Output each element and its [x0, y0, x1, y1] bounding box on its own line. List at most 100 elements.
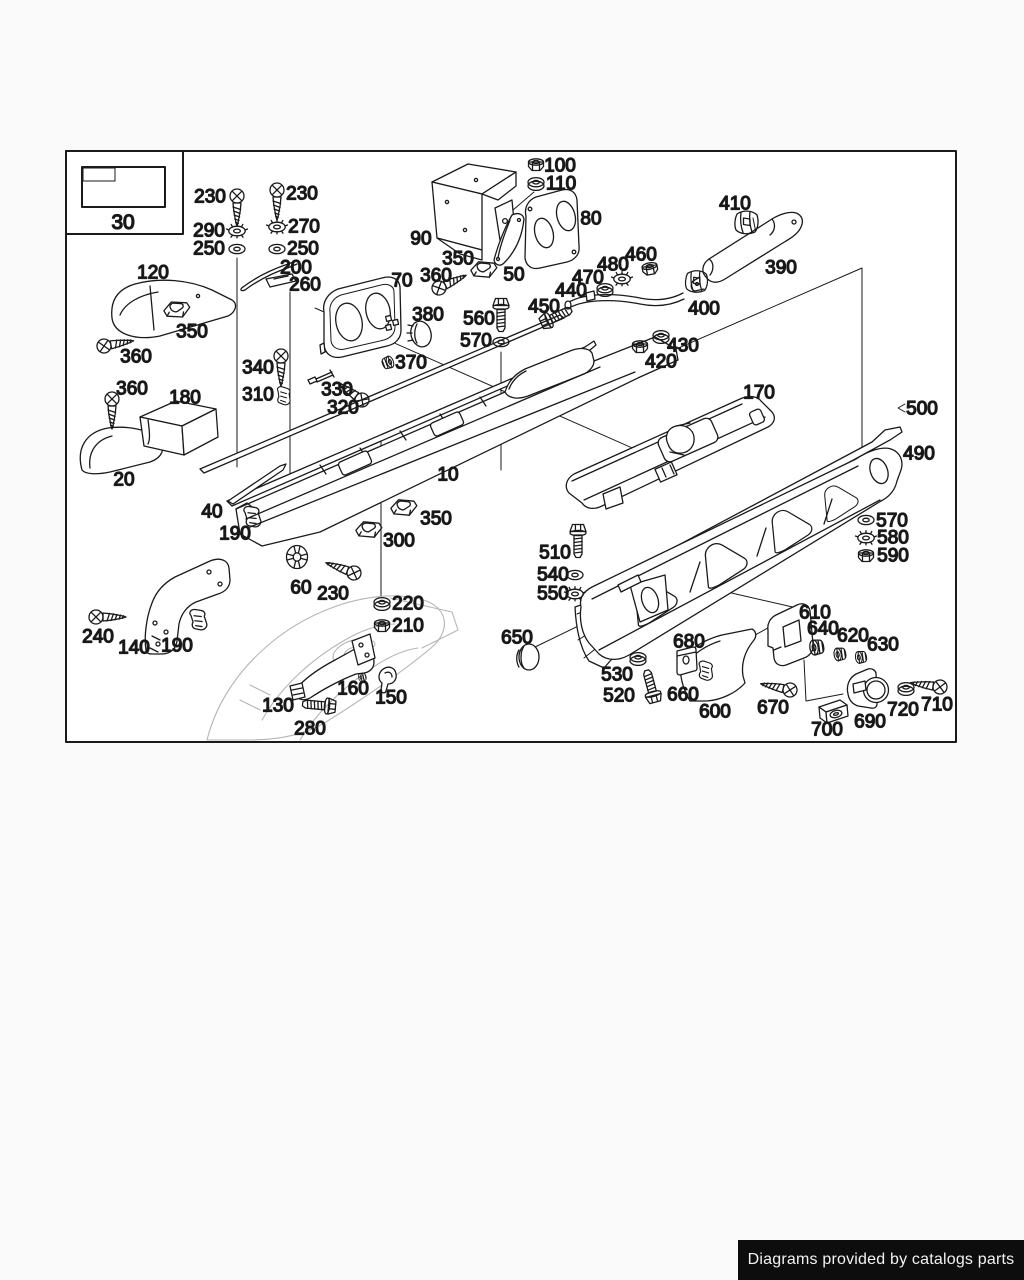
- callout-400: 400: [688, 299, 720, 320]
- part-140-bracket: [144, 558, 231, 655]
- part-490-panel: [579, 447, 903, 661]
- callout-70: 70: [391, 271, 412, 292]
- part-260-plate: [265, 273, 297, 288]
- callout-140: 140: [118, 638, 150, 659]
- callout-80: 80: [580, 209, 601, 230]
- callout-250: 250: [287, 239, 319, 260]
- part-330-rod: [307, 369, 335, 385]
- callout-520: 520: [603, 686, 635, 707]
- part-50-strip: [493, 212, 525, 266]
- callout-150: 150: [375, 688, 407, 709]
- part-80-plate: [524, 188, 580, 270]
- callout-190: 190: [219, 524, 251, 545]
- callout-610: 610: [799, 603, 831, 624]
- part-390-handle: [690, 211, 803, 292]
- part-120-cover: [111, 279, 237, 339]
- legend-box: [65, 150, 184, 235]
- callout-20: 20: [113, 470, 134, 491]
- callout-260: 260: [289, 275, 321, 296]
- footer-bar: Diagrams provided by catalogs parts: [738, 1240, 1024, 1280]
- part-130-bracket: [289, 633, 376, 701]
- callout-10: 10: [437, 465, 458, 486]
- callout-470: 470: [572, 268, 604, 289]
- callout-550: 550: [537, 584, 569, 605]
- callout-570: 570: [876, 511, 908, 532]
- callout-690: 690: [854, 712, 886, 733]
- part-70-cluster: [319, 276, 402, 359]
- part-150-hook: [378, 666, 397, 694]
- part-610-bracket: [767, 603, 814, 667]
- callout-360: 360: [116, 379, 148, 400]
- callout-90: 90: [410, 229, 431, 250]
- callout-580: 580: [877, 528, 909, 549]
- callout-110: 110: [546, 174, 576, 195]
- part-650-cap: [516, 643, 540, 671]
- callout-420: 420: [645, 352, 677, 373]
- part-690-socket: [846, 668, 890, 709]
- callout-680: 680: [673, 632, 705, 653]
- callout-430: 430: [667, 336, 699, 357]
- callout-320: 320: [327, 398, 359, 419]
- callout-370: 370: [395, 353, 427, 374]
- part-180-cover: [139, 400, 219, 456]
- callout-390: 390: [765, 258, 797, 279]
- callout-130: 130: [262, 696, 294, 717]
- callout-290: 290: [193, 221, 225, 242]
- callout-450: 450: [528, 297, 560, 318]
- callout-530: 530: [601, 665, 633, 686]
- callout-720: 720: [887, 700, 919, 721]
- callout-360: 360: [420, 266, 452, 287]
- callout-190: 190: [161, 636, 193, 657]
- part-40-sliver: [227, 463, 287, 505]
- part-170-panel: [565, 395, 775, 510]
- callout-60: 60: [290, 578, 311, 599]
- trim-strips: [199, 314, 597, 507]
- callout-230: 230: [317, 584, 349, 605]
- callout-220: 220: [392, 594, 424, 615]
- callout-570: 570: [460, 331, 492, 352]
- callout-510: 510: [539, 543, 571, 564]
- callout-700: 700: [811, 720, 843, 741]
- callout-490: 490: [903, 444, 935, 465]
- part-200-rod: [240, 260, 298, 292]
- callout-340: 340: [242, 358, 274, 379]
- callout-650: 650: [501, 628, 533, 649]
- callout-210: 210: [392, 616, 424, 637]
- callout-350: 350: [442, 249, 474, 270]
- callout-250: 250: [193, 239, 225, 260]
- callout-330: 330: [321, 380, 353, 401]
- callout-590: 590: [877, 546, 909, 567]
- callout-480: 480: [597, 255, 629, 276]
- part-700-connector: [818, 699, 849, 724]
- callout-300: 300: [383, 531, 415, 552]
- callout-500: 500: [906, 399, 938, 420]
- callout-630: 630: [867, 635, 899, 656]
- callout-350: 350: [420, 509, 452, 530]
- callout-710: 710: [921, 695, 953, 716]
- part-680-clip: [676, 646, 698, 676]
- callout-50: 50: [503, 265, 524, 286]
- callout-540: 540: [537, 565, 569, 586]
- callout-310: 310: [242, 385, 274, 406]
- callout-230: 230: [286, 184, 318, 205]
- callout-270: 270: [288, 217, 320, 238]
- callout-200: 200: [280, 258, 312, 279]
- callout-180: 180: [169, 388, 201, 409]
- part-90-cover: [431, 163, 517, 261]
- part-380-cap: [406, 320, 432, 348]
- callout-600: 600: [699, 702, 731, 723]
- callout-460: 460: [625, 245, 657, 266]
- callout-230: 230: [194, 187, 226, 208]
- callout-170: 170: [743, 383, 775, 404]
- callout-670: 670: [757, 698, 789, 719]
- callout-620: 620: [837, 626, 869, 647]
- part-10-dash-panel: [235, 336, 679, 547]
- callout-100: 100: [544, 156, 576, 177]
- callout-440: 440: [555, 281, 587, 302]
- callout-350: 350: [176, 322, 208, 343]
- callout-280: 280: [294, 719, 326, 740]
- callout-360: 360: [120, 347, 152, 368]
